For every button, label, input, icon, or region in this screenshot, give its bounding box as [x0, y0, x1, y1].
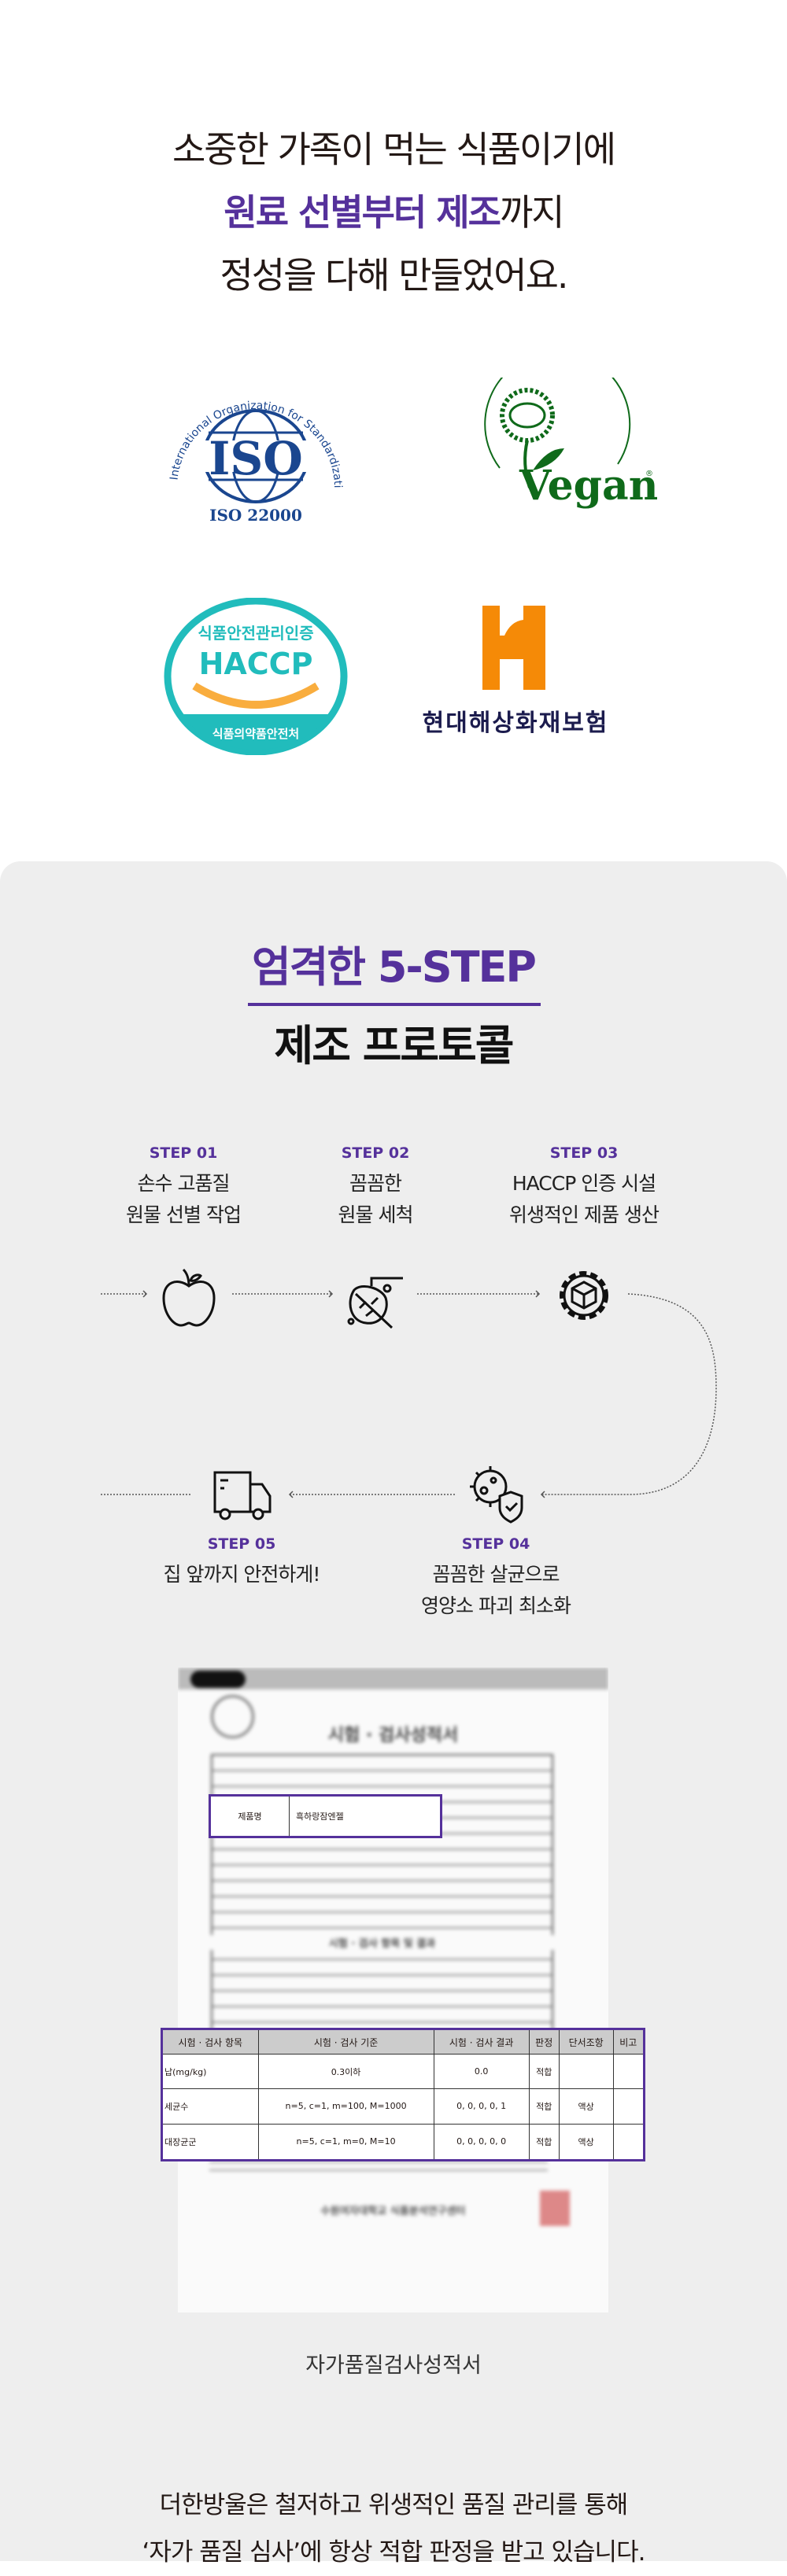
certificate-document: 시험 · 검사성적서 시험 · 검사 항목 및 결과 수원여자대학교 식품분석연… [178, 1668, 608, 2313]
table-cell: 0, 0, 0, 0, 1 [433, 2088, 530, 2125]
step-text: 꼼꼼한 [349, 1172, 402, 1195]
step-text: 손수 고품질 [137, 1172, 231, 1195]
intro-highlight: 원료 선별부터 제조 [224, 191, 501, 234]
product-label: 제품명 [211, 1797, 290, 1836]
svg-text:HACCP: HACCP [199, 647, 313, 681]
flow-connector [101, 1290, 717, 1498]
table-cell: 대장균군 [161, 2123, 259, 2161]
svg-text:ISO 22000: ISO 22000 [209, 506, 302, 525]
table-cell [612, 2123, 645, 2161]
hyundai-name: 현대해상화재보험 [422, 709, 609, 737]
table-cell: 적합 [528, 2053, 560, 2090]
step-text: 영양소 파괴 최소화 [421, 1594, 571, 1617]
step-label: STEP 05 [207, 1535, 276, 1553]
certificate-caption: 자가품질검사성적서 [305, 2353, 482, 2378]
haccp-logo: 식품안전관리인증 HACCP 식품의약품안전처 [161, 597, 350, 756]
intro-line2-rest: 까지 [499, 191, 565, 234]
table-header-cell: 판정 [528, 2029, 560, 2055]
germ-shield-icon [470, 1466, 523, 1524]
iso-logo: International Organization for Standardi… [150, 360, 358, 527]
step-text: HACCP 인증 시설 [512, 1172, 656, 1195]
svg-text:Vegan: Vegan [519, 462, 657, 510]
protocol-title-highlight: 엄격한 5-STEP [251, 942, 537, 992]
step-label: STEP 04 [461, 1535, 530, 1553]
table-header-cell: 시험 · 검사 기준 [257, 2029, 434, 2055]
table-cell [612, 2053, 645, 2090]
table-header-cell: 시험 · 검사 결과 [433, 2029, 530, 2055]
vegan-logo: Vegan ® [429, 351, 659, 511]
step-text: 위생적인 제품 생산 [509, 1203, 660, 1226]
svg-text:식품의약품안전처: 식품의약품안전처 [212, 727, 299, 741]
protocol-title: 제조 프로토콜 [274, 1021, 515, 1071]
step-text: 집 앞까지 안전하게! [163, 1563, 321, 1586]
doc-institution: 수원여자대학교 식품분석연구센터 [320, 2206, 466, 2217]
title-underline [248, 1003, 541, 1006]
step-text: 꼼꼼한 살균으로 [432, 1563, 560, 1586]
wash-vegetable-icon [347, 1277, 403, 1329]
table-header-cell: 시험 · 검사 항목 [161, 2029, 259, 2055]
table-cell: 납(mg/kg) [161, 2053, 259, 2090]
gear-box-icon [560, 1271, 608, 1320]
step-label: STEP 01 [149, 1144, 218, 1162]
hyundai-marine-logo: 현대해상화재보험 [397, 606, 634, 739]
step-text: 원물 선별 작업 [126, 1203, 242, 1226]
product-value: 흑하랑잠엔젤 [296, 1811, 344, 1822]
table-cell: 0.0 [433, 2053, 530, 2090]
intro-line1: 소중한 가족이 먹는 식품이기에 [172, 128, 616, 171]
table-cell [612, 2088, 645, 2125]
table-cell: n=5, c=1, m=100, M=1000 [257, 2088, 434, 2125]
svg-text:ISO: ISO [209, 432, 303, 485]
footer-line1: 더한방울은 철저하고 위생적인 품질 관리를 통해 [159, 2491, 629, 2519]
table-cell: 액상 [558, 2088, 614, 2125]
step-text: 원물 세척 [338, 1203, 414, 1226]
step-label: STEP 02 [341, 1144, 410, 1162]
intro-line3: 정성을 다해 만들었어요. [220, 254, 568, 297]
truck-icon [213, 1471, 272, 1520]
table-cell: 적합 [528, 2123, 560, 2161]
svg-text:식품안전관리인증: 식품안전관리인증 [198, 624, 313, 643]
table-cell: 0.3이하 [257, 2053, 434, 2090]
doc-title: 시험 · 검사성적서 [327, 1726, 459, 1745]
table-cell: n=5, c=1, m=0, M=10 [257, 2123, 434, 2161]
svg-text:®: ® [645, 470, 653, 478]
apple-icon [162, 1268, 216, 1327]
table-cell [558, 2053, 614, 2090]
footer-line2: ‘자가 품질 심사’에 항상 적합 판정을 받고 있습니다. [142, 2538, 646, 2567]
step-5: STEP 05 집 앞까지 안전하게! [116, 1535, 368, 1590]
table-cell: 세균수 [161, 2088, 259, 2125]
table-cell: 0, 0, 0, 0, 0 [433, 2123, 530, 2161]
product-name-callout: 제품명 흑하랑잠엔젤 [209, 1794, 442, 1838]
table-cell: 액상 [558, 2123, 614, 2161]
table-cell: 적합 [528, 2088, 560, 2125]
intro-heading: 소중한 가족이 먹는 식품이기에 원료 선별부터 제조까지 정성을 다해 만들었… [0, 118, 787, 307]
step-label: STEP 03 [549, 1144, 619, 1162]
doc-section: 시험 · 검사 항목 및 결과 [211, 1935, 553, 1950]
footer-text: 더한방울은 철저하고 위생적인 품질 관리를 통해 ‘자가 품질 심사’에 항상… [0, 2482, 787, 2576]
table-header-cell: 단서조항 [558, 2029, 614, 2055]
table-header-cell: 비고 [612, 2029, 645, 2055]
